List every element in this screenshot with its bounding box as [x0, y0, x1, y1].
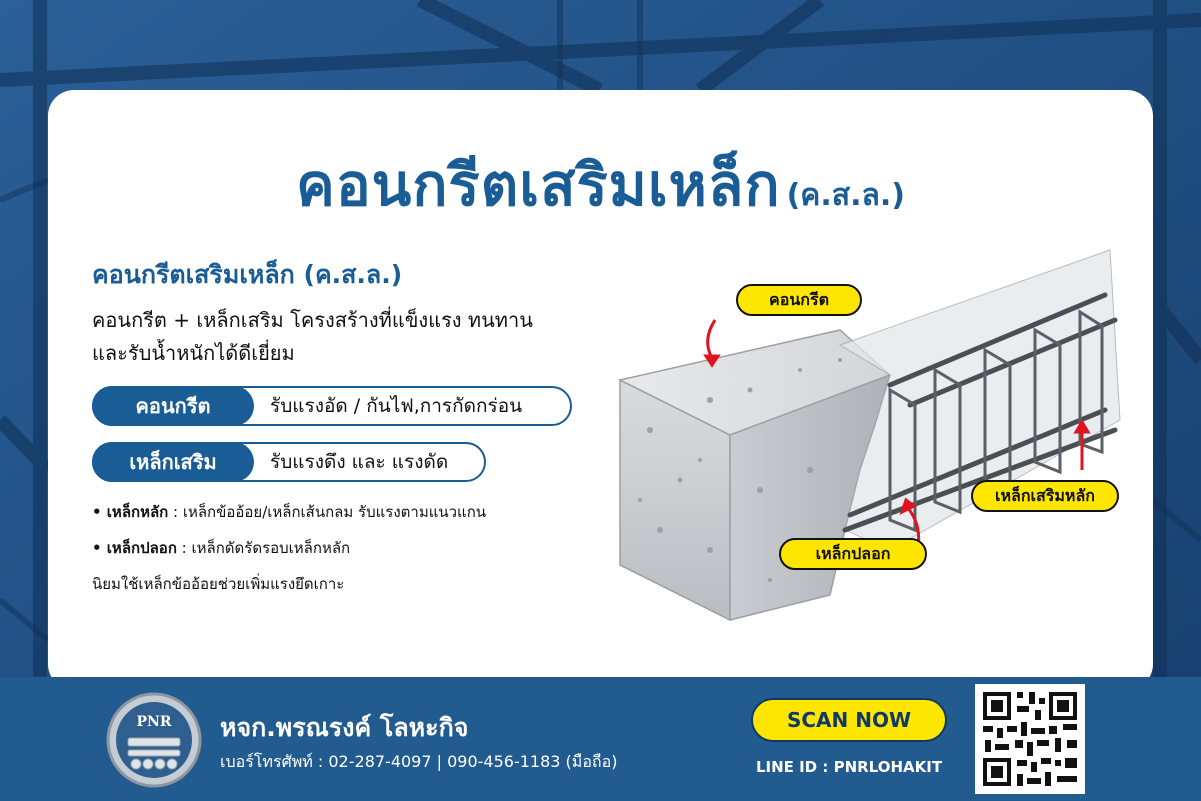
note-stirrup: • เหล็กปลอก : เหล็กดัดรัดรอบเหล็กหลัก [92, 536, 486, 572]
note-stirrup-label: • เหล็กปลอก [92, 539, 177, 557]
note-main-bar: • เหล็กหลัก : เหล็กข้ออ้อย/เหล็กเส้นกลม … [92, 500, 486, 536]
property-rebar: เหล็กเสริม รับแรงดึง และ แรงดัด [92, 442, 486, 482]
property-tag-concrete: คอนกรีต [92, 386, 254, 426]
rc-beam-illustration [617, 249, 1121, 622]
label-stirrup: เหล็กปลอก [779, 538, 927, 570]
section-heading: คอนกรีตเสริมเหล็ก (ค.ส.ล.) [92, 260, 403, 289]
notes-list: • เหล็กหลัก : เหล็กข้ออ้อย/เหล็กเส้นกลม … [92, 500, 486, 608]
label-main-reinforcement: เหล็กเสริมหลัก [971, 480, 1119, 512]
property-concrete: คอนกรีต รับแรงอัด / กันไฟ,การกัดกร่อน [92, 386, 572, 426]
pnr-logo: PNR [106, 692, 202, 788]
description-line-1: คอนกรีต + เหล็กเสริม โครงสร้างที่แข็งแรง… [92, 308, 533, 332]
property-text-rebar: รับแรงดึง และ แรงดัด [270, 451, 449, 473]
label-concrete: คอนกรีต [736, 284, 862, 316]
property-tag-rebar: เหล็กเสริม [92, 442, 254, 482]
company-name: หจก.พรณรงค์ โลหะกิจ [220, 713, 469, 742]
property-text-concrete: รับแรงอัด / กันไฟ,การกัดกร่อน [270, 395, 523, 417]
description-line-2: และรับน้ำหนักได้ดีเยี่ยม [92, 341, 295, 365]
phone-numbers: เบอร์โทรศัพท์ : 02-287-4097 | 090-456-11… [220, 752, 618, 771]
page-title: คอนกรีตเสริมเหล็ก(ค.ส.ล.) [0, 138, 1201, 231]
note-deformed: นิยมใช้เหล็กข้ออ้อยช่วยเพิ่มแรงยึดเกาะ [92, 575, 345, 593]
note-stirrup-text: : เหล็กดัดรัดรอบเหล็กหลัก [176, 539, 351, 557]
description: คอนกรีต + เหล็กเสริม โครงสร้างที่แข็งแรง… [92, 304, 582, 370]
line-id: LINE ID : PNRLOHAKIT [755, 758, 943, 776]
qr-code[interactable] [975, 684, 1085, 794]
note-main-bar-label: • เหล็กหลัก [92, 503, 169, 521]
scan-now-button[interactable]: SCAN NOW [751, 698, 947, 742]
title-suffix: (ค.ส.ล.) [786, 178, 905, 213]
title-main: คอนกรีตเสริมเหล็ก [296, 151, 781, 219]
logo-text: PNR [137, 714, 172, 730]
note-main-bar-text: : เหล็กข้ออ้อย/เหล็กเส้นกลม รับแรงตามแนว… [168, 503, 487, 521]
